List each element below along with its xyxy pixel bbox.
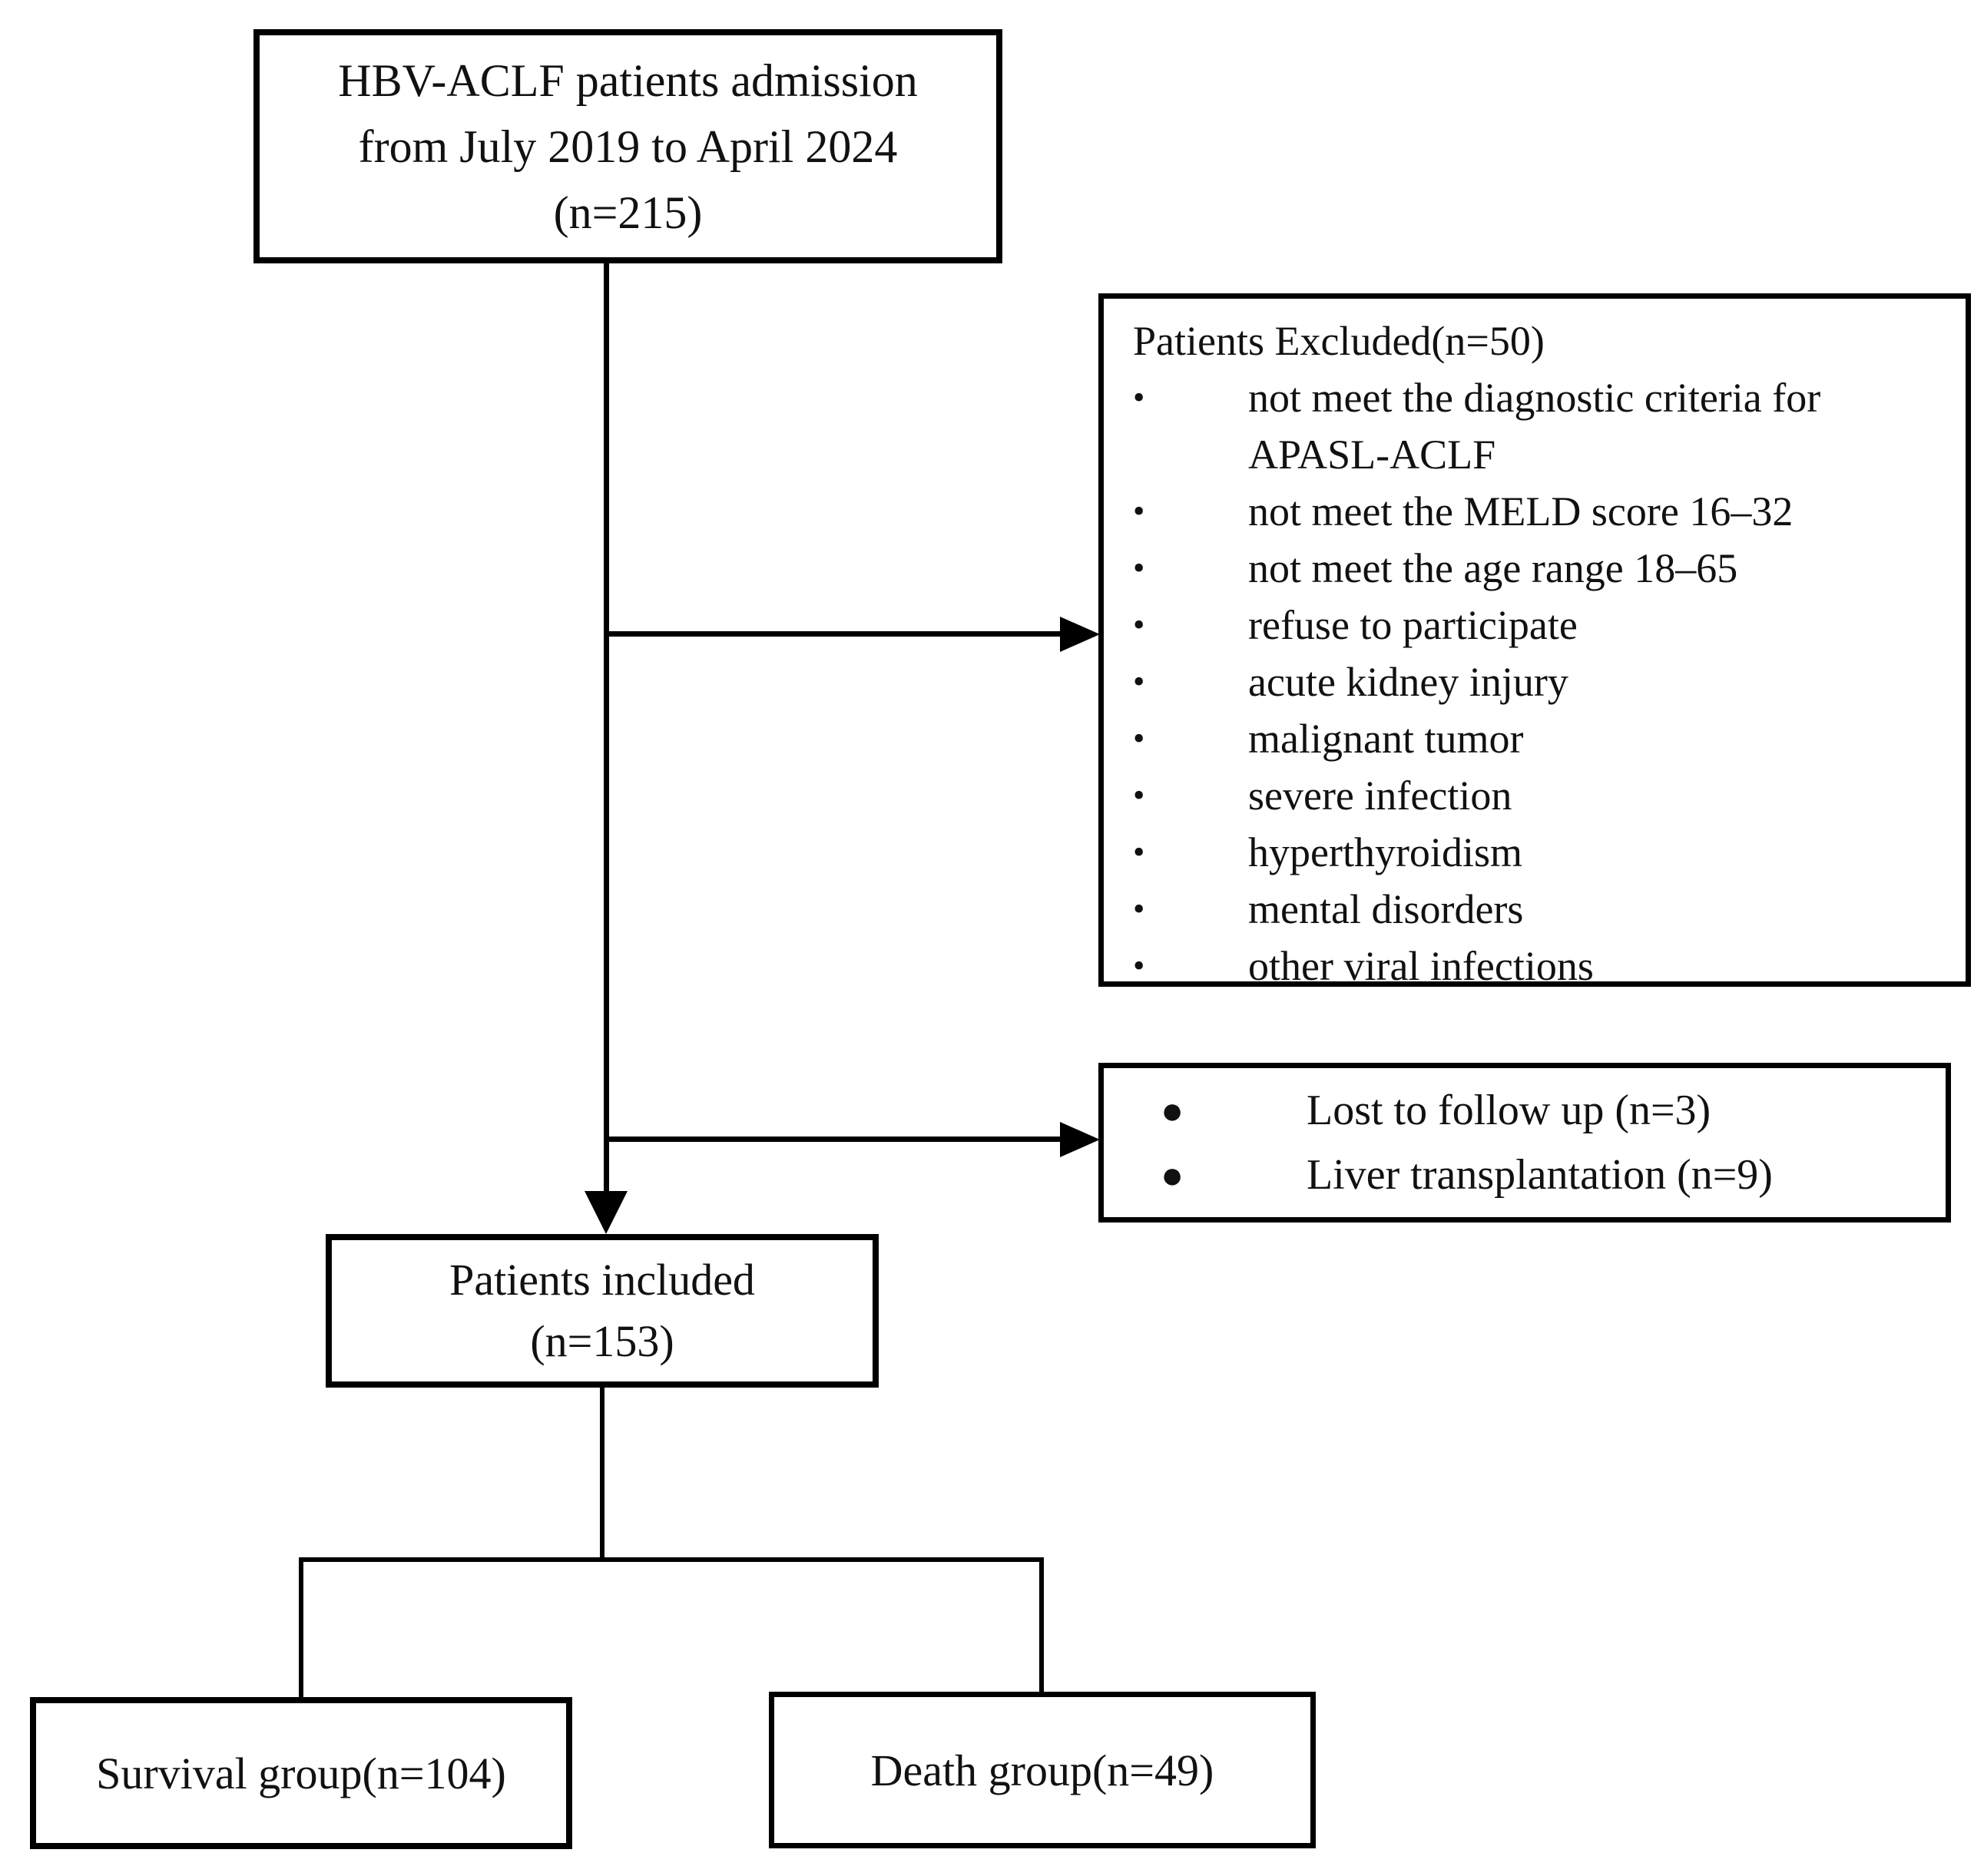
followup-item-text: Lost to follow up (n=3) <box>1307 1087 1711 1134</box>
admission-line2: from July 2019 to April 2024 <box>358 121 898 172</box>
box-survival-group: Survival group(n=104) <box>30 1697 572 1849</box>
box-excluded: Patients Excluded(n=50) • not meet the d… <box>1098 293 1971 989</box>
excluded-item-text: mental disorders <box>1248 886 1524 932</box>
survival-label: Survival group(n=104) <box>96 1748 506 1798</box>
included-count: (n=153) <box>530 1316 674 1366</box>
connector-trunk-vertical <box>604 263 609 1193</box>
box-death-group: Death group(n=49) <box>769 1692 1316 1848</box>
bullet-icon: • <box>1133 947 1145 984</box>
excluded-item-text: severe infection <box>1248 773 1512 819</box>
death-label: Death group(n=49) <box>870 1745 1214 1795</box>
bullet-icon: • <box>1133 663 1145 700</box>
arrowhead-down-included-icon <box>585 1191 628 1234</box>
excluded-item: • mental disorders <box>1133 881 1947 938</box>
excluded-item-text: other viral infections <box>1248 943 1594 989</box>
excluded-item: • not meet the diagnostic criteria for A… <box>1133 369 1947 483</box>
bullet-icon: • <box>1133 549 1145 587</box>
connector-death-drop <box>1039 1557 1044 1693</box>
bullet-icon: • <box>1133 720 1145 757</box>
bullet-icon: • <box>1133 776 1145 814</box>
excluded-item-text: not meet the MELD score 16–32 <box>1248 488 1794 534</box>
arrowhead-right-followup-icon <box>1060 1122 1100 1157</box>
box-admission: HBV-ACLF patients admission from July 20… <box>253 29 1002 263</box>
connector-survival-drop <box>299 1557 303 1699</box>
excluded-item: • other viral infections <box>1133 938 1947 994</box>
excluded-item-text: malignant tumor <box>1248 716 1524 762</box>
connector-included-stem <box>600 1388 604 1560</box>
excluded-item-text: not meet the age range 18–65 <box>1248 545 1738 591</box>
bullet-icon: • <box>1133 606 1145 644</box>
excluded-item-text: refuse to participate <box>1248 602 1578 648</box>
excluded-title: Patients Excluded(n=50) <box>1133 318 1545 364</box>
bullet-icon: • <box>1133 379 1145 416</box>
connector-followup-horizontal <box>606 1137 1060 1142</box>
followup-item: ● Liver transplantation (n=9) <box>1161 1143 1927 1207</box>
excluded-item: • not meet the MELD score 16–32 <box>1133 483 1947 540</box>
followup-item: ● Lost to follow up (n=3) <box>1161 1078 1927 1143</box>
admission-count: (n=215) <box>553 187 703 238</box>
bullet-icon: • <box>1133 492 1145 530</box>
bullet-icon: ● <box>1161 1089 1184 1132</box>
admission-line1: HBV-ACLF patients admission <box>338 55 918 106</box>
excluded-item: • hyperthyroidism <box>1133 824 1947 881</box>
excluded-item: • acute kidney injury <box>1133 653 1947 710</box>
excluded-item: • not meet the age range 18–65 <box>1133 540 1947 597</box>
bullet-icon: • <box>1133 890 1145 928</box>
excluded-item-text: not meet the diagnostic criteria for APA… <box>1248 375 1821 478</box>
excluded-item: • malignant tumor <box>1133 710 1947 767</box>
bullet-icon: • <box>1133 833 1145 871</box>
box-followup: ● Lost to follow up (n=3) ● Liver transp… <box>1098 1063 1951 1223</box>
followup-item-text: Liver transplantation (n=9) <box>1307 1151 1773 1199</box>
included-line1: Patients included <box>449 1255 755 1305</box>
excluded-item: • refuse to participate <box>1133 597 1947 653</box>
box-included: Patients included (n=153) <box>326 1234 879 1388</box>
arrowhead-right-excluded-icon <box>1060 617 1100 652</box>
bullet-icon: ● <box>1161 1153 1184 1196</box>
excluded-item-text: acute kidney injury <box>1248 659 1568 705</box>
excluded-item-text: hyperthyroidism <box>1248 829 1522 875</box>
connector-excluded-horizontal <box>606 631 1060 637</box>
connector-split-horizontal <box>299 1557 1044 1562</box>
excluded-item: • severe infection <box>1133 767 1947 824</box>
